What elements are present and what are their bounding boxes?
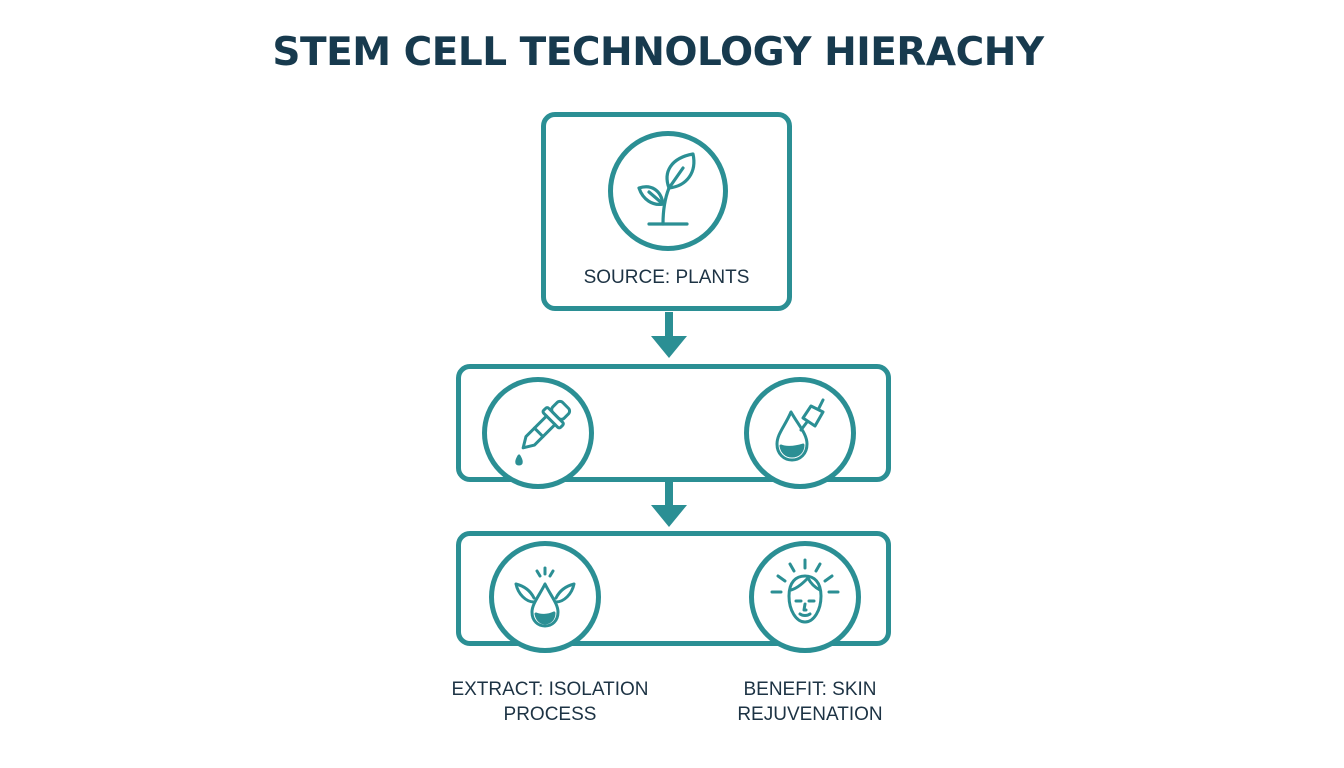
extract-label-line-1: EXTRACT: ISOLATION [451, 679, 649, 700]
benefit-label-line-1: BENEFIT: SKIN [743, 679, 877, 700]
diagram-title: STEM CELL TECHNOLOGY HIERACHY [272, 30, 1044, 75]
serum-drop-icon [744, 377, 856, 489]
source-label: SOURCE: PLANTS [583, 267, 750, 288]
benefit-label-line-2: REJUVENATION [737, 704, 883, 725]
arrow-down-1 [651, 312, 687, 358]
dropper-icon [482, 377, 594, 489]
extract-drop-icon [489, 541, 601, 653]
arrow-down-2 [651, 481, 687, 527]
benefit-label: BENEFIT: SKIN REJUVENATION [690, 677, 930, 727]
plant-sprout-icon [608, 131, 728, 251]
extract-label: EXTRACT: ISOLATION PROCESS [430, 677, 670, 727]
extract-label-line-2: PROCESS [503, 704, 597, 725]
glowing-face-icon [749, 541, 861, 653]
